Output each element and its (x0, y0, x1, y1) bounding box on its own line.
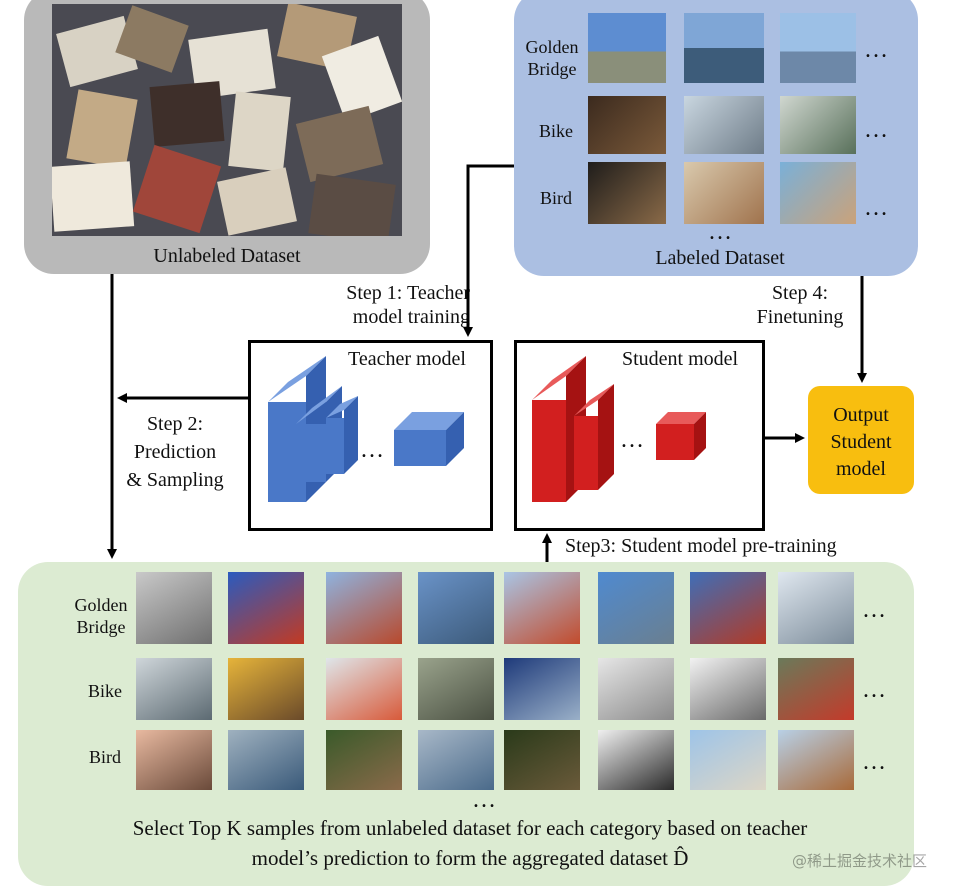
student-model-title: Student model (622, 348, 739, 370)
watermark: @稀土掘金技术社区 (792, 852, 928, 870)
teacher-layers-dots: … (360, 437, 386, 463)
aggregated-row2-more: … (862, 677, 888, 703)
step2-label: Step 2: Prediction & Sampling (126, 413, 224, 491)
aggregated-thumb-bridge-8 (778, 572, 854, 644)
labeled-thumb-bridge-2 (684, 13, 764, 83)
aggregated-thumb-bike-6 (598, 658, 674, 720)
labeled-thumb-bird-2 (684, 162, 764, 224)
aggregated-thumb-bike-7 (690, 658, 766, 720)
unlabeled-dataset-caption: Unlabeled Dataset (153, 245, 301, 267)
aggregated-row1-more: … (862, 597, 888, 623)
aggregated-thumb-bird-7 (690, 730, 766, 790)
aggregated-thumb-bridge-7 (690, 572, 766, 644)
labeled-thumb-bridge-3 (780, 13, 856, 83)
aggregated-thumb-bird-6 (598, 730, 674, 790)
aggregated-thumb-bike-8 (778, 658, 854, 720)
aggregated-thumb-bike-1 (136, 658, 212, 720)
labeled-thumb-bird-3 (780, 162, 856, 224)
labeled-thumb-bird-1 (588, 162, 666, 224)
student-layers (532, 356, 706, 502)
aggregated-caption-line1: Select Top K samples from unlabeled data… (132, 816, 808, 840)
aggregated-thumb-bridge-5 (504, 572, 580, 644)
labeled-more-rows: … (708, 219, 734, 245)
aggregated-thumb-bridge-1 (136, 572, 212, 644)
step4-label: Step 4: Finetuning (756, 282, 844, 328)
aggregated-thumb-bird-2 (228, 730, 304, 790)
output-student-model-label: Output Student model (830, 404, 892, 480)
student-layers-dots: … (620, 427, 646, 453)
aggregated-row-label-golden-bridge: Golden Bridge (74, 595, 128, 637)
aggregated-caption-line2: model’s prediction to form the aggregate… (251, 846, 689, 870)
aggregated-row-label-bike: Bike (88, 681, 122, 701)
aggregated-thumb-bird-4 (418, 730, 494, 790)
aggregated-thumb-bridge-6 (598, 572, 674, 644)
aggregated-thumb-bridge-3 (326, 572, 402, 644)
aggregated-more-rows: … (472, 787, 498, 813)
aggregated-thumb-bike-2 (228, 658, 304, 720)
step1-label: Step 1: Teacher model training (346, 282, 470, 328)
labeled-row-label-golden-bridge: Golden Bridge (525, 37, 579, 79)
labeled-thumb-bike-1 (588, 96, 666, 154)
labeled-thumb-bike-2 (684, 96, 764, 154)
labeled-row3-more: … (864, 195, 890, 221)
labeled-row2-more: … (864, 117, 890, 143)
aggregated-thumb-bridge-4 (418, 572, 494, 644)
aggregated-thumb-bike-4 (418, 658, 494, 720)
aggregated-thumb-bird-3 (326, 730, 402, 790)
output-student-model (808, 386, 914, 494)
aggregated-row-label-bird: Bird (88, 747, 121, 767)
step3-label: Step3: Student model pre-training (565, 535, 837, 557)
labeled-row-label-bird: Bird (539, 188, 572, 208)
labeled-thumb-bike-3 (780, 96, 856, 154)
aggregated-thumb-bird-5 (504, 730, 580, 790)
aggregated-thumb-bird-1 (136, 730, 212, 790)
labeled-row-label-bike: Bike (539, 121, 573, 141)
aggregated-thumb-bird-8 (778, 730, 854, 790)
aggregated-thumb-bridge-2 (228, 572, 304, 644)
aggregated-thumb-bike-5 (504, 658, 580, 720)
teacher-layers (268, 356, 464, 502)
labeled-thumb-bridge-1 (588, 13, 666, 83)
labeled-row1-more: … (864, 37, 890, 63)
labeled-dataset-caption: Labeled Dataset (655, 247, 785, 269)
unlabeled-photo-collage (52, 4, 402, 236)
teacher-model-title: Teacher model (348, 348, 466, 370)
step1-arrow (463, 164, 514, 337)
aggregated-thumb-bike-3 (326, 658, 402, 720)
aggregated-row3-more: … (862, 749, 888, 775)
